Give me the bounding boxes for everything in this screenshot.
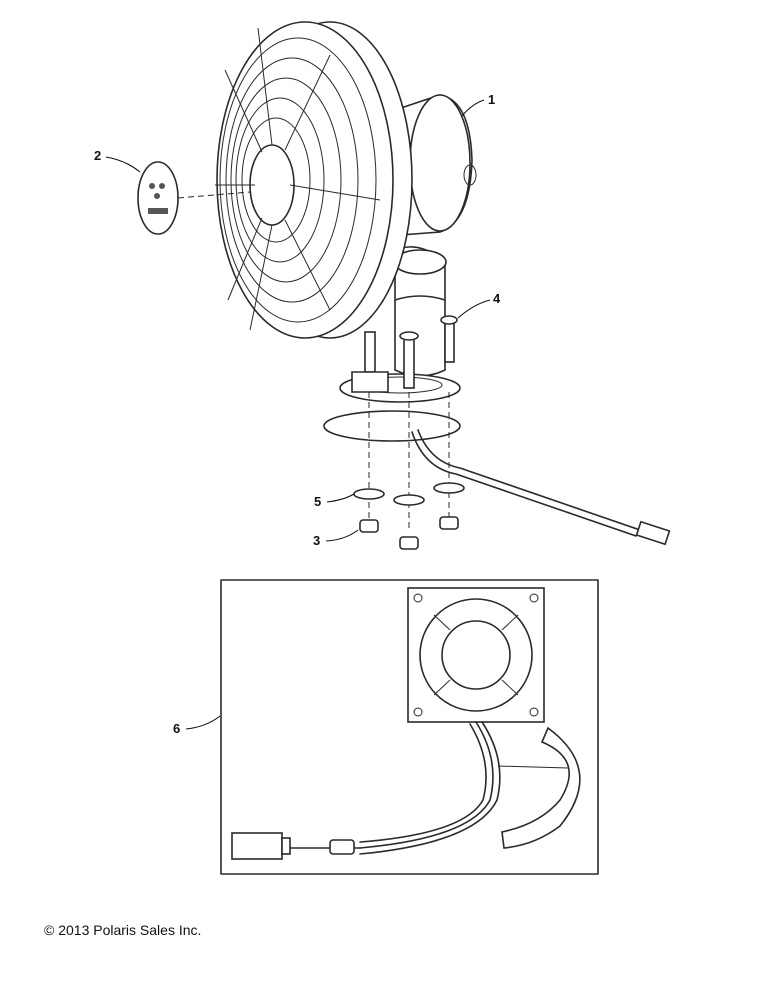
copyright-text: © 2013 Polaris Sales Inc. xyxy=(44,922,202,938)
fan-assembly xyxy=(137,21,671,550)
callout-3-label: 3 xyxy=(313,533,320,548)
fan-kit-box xyxy=(220,579,599,875)
motor-housing xyxy=(394,94,477,236)
callout-3: 3 xyxy=(313,529,359,548)
callout-4: 4 xyxy=(457,291,501,319)
callout-6: 6 xyxy=(173,715,221,736)
box-wires xyxy=(289,721,501,855)
fan-guard xyxy=(215,21,413,339)
callout-2: 2 xyxy=(94,148,141,173)
callout-4-label: 4 xyxy=(493,291,501,306)
box-fan xyxy=(407,587,545,723)
power-cable xyxy=(411,429,671,546)
callout-1: 1 xyxy=(461,92,495,117)
callout-2-label: 2 xyxy=(94,148,101,163)
mounting-plate xyxy=(323,410,461,442)
callout-6-label: 6 xyxy=(173,721,180,736)
callout-1-label: 1 xyxy=(488,92,495,107)
mounting-bolts xyxy=(368,315,458,532)
nuts xyxy=(359,516,459,550)
logo-badge xyxy=(137,161,251,235)
callout-5: 5 xyxy=(314,493,355,509)
box-connector xyxy=(231,832,291,860)
swivel-base xyxy=(339,246,461,403)
wire-sleeve xyxy=(497,726,581,849)
washers xyxy=(353,482,465,506)
callout-5-label: 5 xyxy=(314,494,321,509)
